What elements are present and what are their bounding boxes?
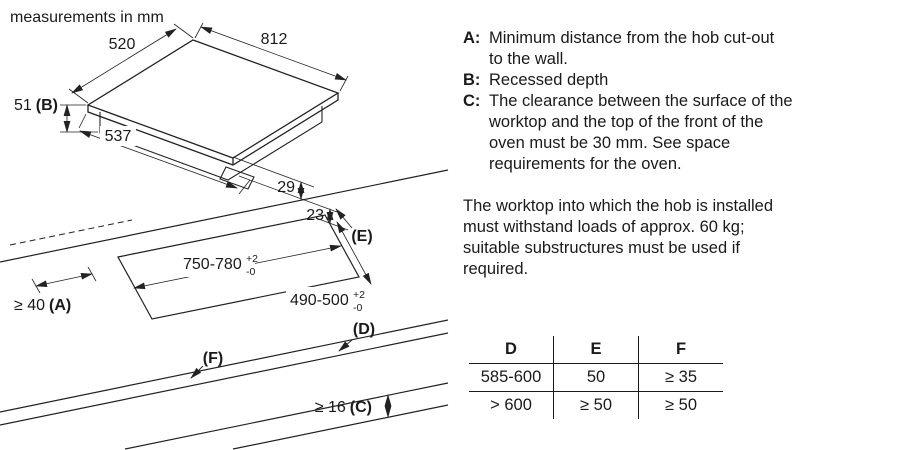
legend-text-c: The clearance between the surface of the… bbox=[489, 92, 793, 173]
dim-29-label: 29 bbox=[277, 179, 295, 196]
instructions-panel: A: Minimum distance from the hob cut-out… bbox=[463, 28, 893, 419]
worktop-load-note: The worktop into which the hob is instal… bbox=[463, 197, 774, 278]
legend-key-b: B: bbox=[463, 71, 481, 89]
label-backgrounds bbox=[100, 126, 362, 313]
dim-812-label: 812 bbox=[261, 31, 288, 48]
measurements-note: measurements in mm bbox=[10, 9, 164, 26]
leader-d bbox=[338, 339, 353, 352]
cell-e1: 50 bbox=[553, 363, 639, 392]
legend-key-a: A: bbox=[463, 29, 481, 47]
dim-51-label: 51(B) bbox=[14, 97, 58, 114]
tag-e-label: (E) bbox=[351, 228, 372, 245]
worktop-front-edge-bottom bbox=[0, 332, 449, 426]
cell-e2: ≥ 50 bbox=[553, 391, 639, 419]
worktop-front-edge-top bbox=[0, 319, 449, 413]
cutout-width-label: 750-780 bbox=[183, 256, 242, 273]
junction-box bbox=[219, 166, 255, 190]
thickness-label: ≥ 16(C) bbox=[315, 399, 372, 416]
dim-537-label: 537 bbox=[105, 128, 132, 145]
table-row: > 600 ≥ 50 ≥ 50 bbox=[469, 391, 723, 419]
col-header-e: E bbox=[553, 336, 639, 364]
worktop-underside-bottom bbox=[232, 404, 449, 450]
cell-f1: ≥ 35 bbox=[638, 363, 723, 392]
cell-d2: > 600 bbox=[469, 391, 554, 419]
cell-d1: 585-600 bbox=[469, 363, 554, 392]
table-row: 585-600 50 ≥ 35 bbox=[469, 363, 723, 392]
legend-note-c: C: The clearance between the surface of … bbox=[463, 91, 893, 175]
cutout-width-tol-minus: -0 bbox=[246, 266, 255, 278]
installation-diagram: measurements in mm 520 812 51(B) 537 29 … bbox=[0, 9, 449, 450]
legend-note-b: B: Recessed depth bbox=[463, 70, 893, 91]
dim-520-label: 520 bbox=[109, 36, 136, 53]
legend-key-c: C: bbox=[463, 92, 481, 110]
diagram-labels: measurements in mm 520 812 51(B) 537 29 … bbox=[10, 9, 375, 416]
wall-hidden-edge bbox=[9, 219, 133, 246]
legend-text-a: Minimum distance from the hob cut-out to… bbox=[489, 29, 775, 68]
col-header-f: F bbox=[638, 336, 723, 364]
worktop-back-edge bbox=[0, 169, 449, 263]
worktop-underside-top bbox=[124, 382, 449, 450]
leader-e bbox=[335, 208, 353, 229]
col-header-d: D bbox=[469, 336, 554, 364]
tag-d-label: (D) bbox=[353, 321, 375, 338]
wall-clearance-label: ≥ 40(A) bbox=[14, 297, 71, 314]
cutout-width-tol-plus: +2 bbox=[246, 253, 258, 265]
tag-f-label: (F) bbox=[203, 350, 223, 367]
leader-arrows bbox=[190, 208, 353, 379]
cutout-depth-label: 490-500 bbox=[290, 292, 349, 309]
cutout-depth-tol-minus: -0 bbox=[353, 302, 362, 314]
legend-notes: A: Minimum distance from the hob cut-out… bbox=[463, 28, 893, 175]
hob-drawing bbox=[86, 39, 340, 190]
cutout-depth-tol-plus: +2 bbox=[353, 289, 365, 301]
clearance-table: D E F 585-600 50 ≥ 35 > 600 ≥ 50 ≥ 50 bbox=[469, 336, 723, 419]
clearance-table-header-row: D E F bbox=[469, 336, 723, 364]
legend-text-b: Recessed depth bbox=[489, 71, 609, 89]
dim-23-label: 23 bbox=[306, 207, 324, 224]
worktop-drawing bbox=[0, 169, 449, 450]
leader-f bbox=[190, 365, 204, 379]
legend-note-a: A: Minimum distance from the hob cut-out… bbox=[463, 28, 893, 70]
cell-f2: ≥ 50 bbox=[665, 396, 697, 414]
